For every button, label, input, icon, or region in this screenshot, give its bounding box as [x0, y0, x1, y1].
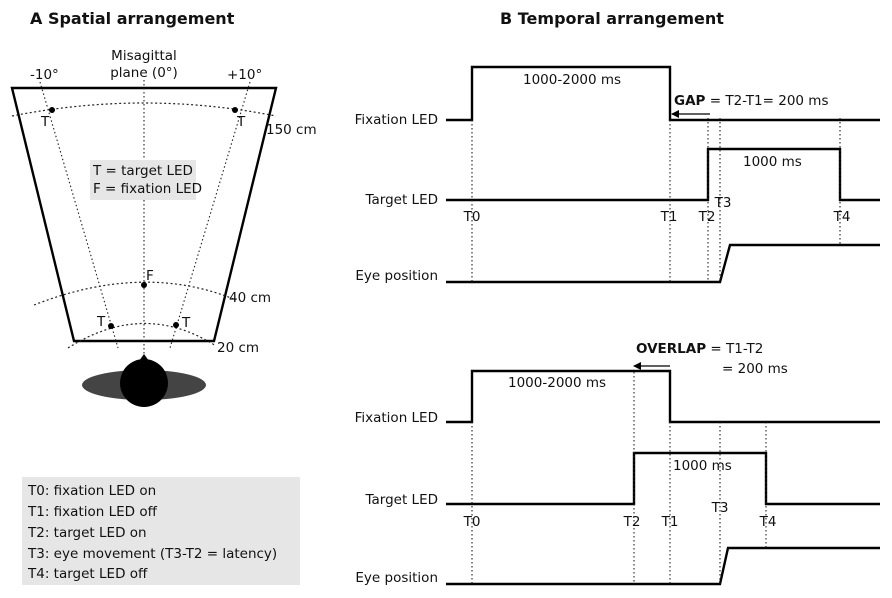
timeline-key-box: [22, 477, 300, 585]
gap-tick-t0: T0: [463, 209, 481, 225]
mark-t-near-left: T: [96, 314, 106, 330]
overlap-fix-duration: 1000-2000 ms: [508, 375, 606, 391]
overlap-target-trace: [446, 451, 880, 506]
panel-a-title: A Spatial arrangement: [30, 9, 235, 28]
target-led-far-left: [49, 107, 55, 113]
legend-fixation: F = fixation LED: [93, 181, 202, 197]
overlap-formula: OVERLAP = T1-T2: [636, 341, 763, 357]
gap-eye-label: Eye position: [355, 268, 438, 284]
overlap-tick-t2: T2: [623, 514, 641, 530]
overlap-tick-t3: T3: [711, 500, 729, 516]
gap-paradigm: Fixation LED Target LED Eye position 100…: [355, 65, 880, 284]
gap-tick-t4: T4: [833, 209, 851, 225]
overlap-target-label: Target LED: [364, 492, 438, 508]
panel-b-title: B Temporal arrangement: [500, 9, 724, 28]
distance-20: 20 cm: [217, 340, 259, 356]
left-sightline: [39, 81, 119, 349]
gap-formula: GAP = T2-T1= 200 ms: [674, 93, 828, 109]
left-angle-label: -10°: [30, 67, 59, 83]
mark-t-far-left: T: [40, 114, 50, 130]
gap-eye-trace: [446, 243, 880, 284]
gap-tick-t2: T2: [698, 209, 716, 225]
led-legend-box: [90, 160, 196, 200]
target-led-near-left: [108, 323, 114, 329]
arc-20cm: [67, 322, 217, 349]
key-t3: T3: eye movement (T3-T2 = latency): [27, 546, 277, 562]
overlap-fixation-label: Fixation LED: [355, 410, 438, 426]
overlap-eye-label: Eye position: [355, 570, 438, 586]
gap-arrowhead: [671, 110, 679, 118]
right-angle-label: +10°: [227, 67, 262, 83]
key-t0: T0: fixation LED on: [27, 483, 156, 499]
overlap-tick-t1: T1: [661, 514, 679, 530]
overlap-tick-t4: T4: [759, 514, 777, 530]
overlap-eye-trace: [446, 546, 880, 586]
gap-fix-duration: 1000-2000 ms: [523, 72, 621, 88]
key-t2: T2: target LED on: [27, 525, 147, 541]
gap-tick-t3: T3: [714, 195, 732, 211]
gap-fixation-trace: [446, 65, 880, 122]
gap-target-trace: [446, 147, 880, 202]
mark-t-far-right: T: [236, 114, 246, 130]
plane-label-line1: Misagittal: [111, 48, 177, 64]
overlap-paradigm: Fixation LED Target LED Eye position 100…: [355, 341, 880, 586]
overlap-fixation-trace: [446, 369, 880, 424]
overlap-formula-line2: = 200 ms: [722, 361, 788, 377]
panel-b-temporal: B Temporal arrangement Fixation LED Targ…: [355, 9, 880, 586]
panel-a-spatial: A Spatial arrangement Misagittal plane (…: [10, 9, 317, 585]
target-led-far-right: [232, 107, 238, 113]
mark-f: F: [146, 268, 154, 284]
key-t1: T1: fixation LED off: [27, 504, 158, 520]
gap-fixation-label: Fixation LED: [355, 112, 438, 128]
distance-40: 40 cm: [229, 290, 271, 306]
room-trapezoid: [10, 86, 278, 343]
mark-t-near-right: T: [181, 315, 191, 331]
gap-target-duration: 1000 ms: [743, 154, 802, 170]
gap-target-label: Target LED: [364, 192, 438, 208]
plane-label-line2: plane (0°): [110, 65, 178, 81]
target-led-near-right: [173, 322, 179, 328]
legend-target: T = target LED: [92, 163, 193, 179]
key-t4: T4: target LED off: [27, 566, 148, 582]
overlap-target-duration: 1000 ms: [673, 458, 732, 474]
fixation-led: [141, 282, 147, 288]
overlap-tick-t0: T0: [463, 514, 481, 530]
gap-tick-t1: T1: [660, 209, 678, 225]
overlap-arrowhead: [633, 362, 641, 370]
subject-nose: [139, 354, 149, 361]
arc-40cm: [33, 281, 237, 306]
distance-150: 150 cm: [266, 122, 317, 138]
subject-head: [120, 359, 168, 407]
